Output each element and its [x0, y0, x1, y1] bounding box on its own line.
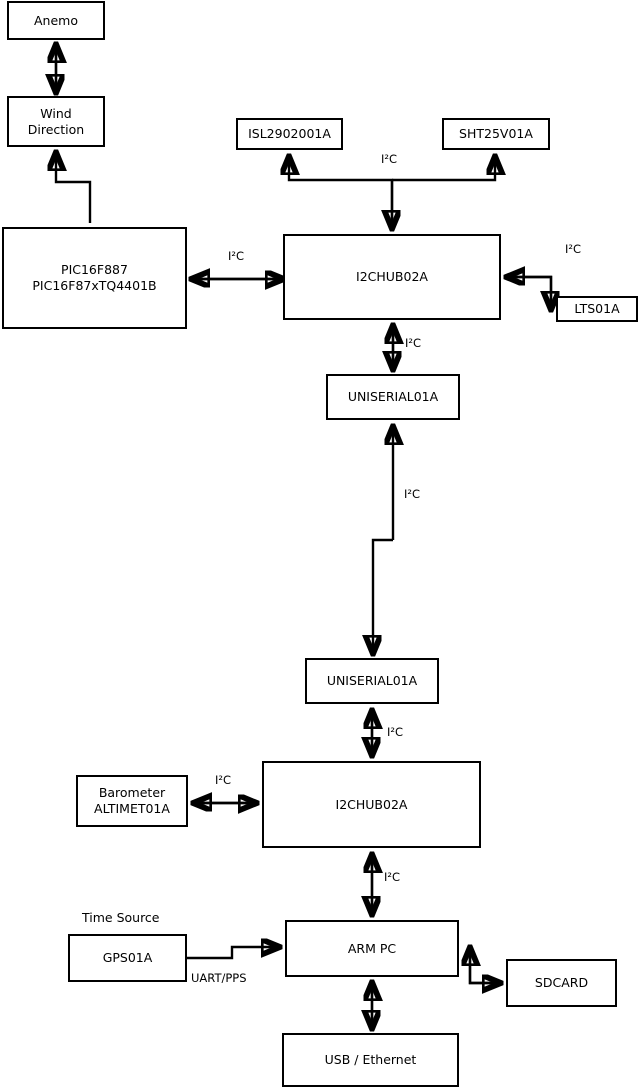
node-anemo[interactable]: Anemo: [7, 1, 105, 40]
node-uniserial01a-top-label: UNISERIAL01A: [347, 389, 439, 404]
node-sht25v01a-label: SHT25V01A: [459, 126, 533, 141]
node-gps01a-label: GPS01A: [102, 950, 153, 965]
node-usb-ethernet[interactable]: USB / Ethernet: [282, 1033, 459, 1087]
node-arm-pc-label: ARM PC: [347, 940, 397, 956]
edge-label-i2c-hub-uniserial: I²C: [405, 336, 422, 350]
edge-label-i2c-barometer-hub2: I²C: [215, 773, 232, 787]
node-i2chub02a-bottom[interactable]: I2CHUB02A: [262, 761, 481, 848]
node-i2chub02a-bottom-label: I2CHUB02A: [335, 796, 408, 812]
node-pic-microcontroller[interactable]: PIC16F887 PIC16F87xTQ4401B: [2, 227, 187, 329]
node-gps01a[interactable]: GPS01A: [68, 934, 187, 982]
edge-label-i2c-hub2-armpc: I²C: [384, 870, 401, 884]
edge-label-i2c-uniserial-link: I²C: [404, 487, 421, 501]
node-sht25v01a[interactable]: SHT25V01A: [442, 118, 550, 150]
edge-label-i2c-uniserial-hub2: I²C: [387, 725, 404, 739]
node-uniserial01a-bottom-label: UNISERIAL01A: [326, 673, 418, 688]
edge-label-uart-pps: UART/PPS: [191, 971, 247, 985]
node-uniserial01a-top[interactable]: UNISERIAL01A: [326, 374, 460, 420]
node-i2chub02a-top[interactable]: I2CHUB02A: [283, 234, 501, 320]
node-pic-microcontroller-label: PIC16F887 PIC16F87xTQ4401B: [32, 262, 157, 293]
node-isl2902001a[interactable]: ISL2902001A: [236, 118, 343, 150]
node-barometer-altimet01a[interactable]: Barometer ALTIMET01A: [76, 775, 188, 827]
node-arm-pc[interactable]: ARM PC: [285, 920, 459, 977]
node-i2chub02a-top-label: I2CHUB02A: [356, 269, 428, 284]
node-sdcard[interactable]: SDCARD: [506, 959, 617, 1007]
node-lts01a-label: LTS01A: [574, 301, 620, 316]
node-wind-direction[interactable]: Wind Direction: [7, 96, 105, 147]
edge-label-i2c-sensor-bus: I²C: [381, 152, 398, 166]
edge-label-i2c-hub-lts: I²C: [565, 242, 582, 256]
node-anemo-label: Anemo: [34, 12, 78, 28]
node-lts01a[interactable]: LTS01A: [556, 296, 638, 322]
label-time-source: Time Source: [82, 910, 160, 925]
node-usb-ethernet-label: USB / Ethernet: [324, 1052, 417, 1067]
node-wind-direction-label: Wind Direction: [27, 105, 85, 137]
edge-label-i2c-pic-hub: I²C: [228, 249, 245, 263]
node-sdcard-label: SDCARD: [534, 975, 589, 990]
node-isl2902001a-label: ISL2902001A: [248, 126, 331, 141]
node-uniserial01a-bottom[interactable]: UNISERIAL01A: [305, 658, 439, 704]
node-barometer-altimet01a-label: Barometer ALTIMET01A: [94, 785, 170, 816]
